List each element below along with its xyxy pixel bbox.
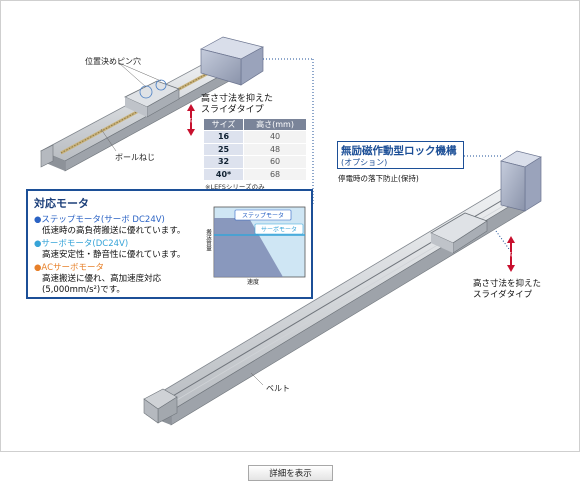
- servo-motor-name: ●サーボモータ(DC24V): [34, 239, 129, 249]
- step-motor-desc: 低速時の高負荷搬送に優れています。: [42, 226, 186, 236]
- height-cell: 40: [243, 130, 307, 144]
- step-motor-area: [214, 218, 283, 277]
- right-slider-label-line1: 高さ寸法を抑えた: [473, 279, 542, 289]
- height-cell: 48: [243, 142, 307, 156]
- right-slider-label-line2: スライダタイプ: [473, 290, 533, 300]
- lock-description: 停電時の落下防止(保持): [338, 174, 419, 183]
- size-panel-title-line2: スライダタイプ: [201, 105, 264, 115]
- ac-servo-name: ●ACサーボモータ: [34, 263, 105, 273]
- svg-text:高さ: 高さ: [507, 251, 517, 258]
- size-table: サイズ 高さ(mm) 16 40 25 48 32 60 40* 68: [202, 118, 307, 181]
- height-cell: 68: [243, 167, 307, 181]
- ac-servo-desc: 高速搬送に優れ、高加速度対応: [42, 274, 162, 284]
- height-cell: 60: [243, 155, 307, 169]
- size-table-panel: 高さ寸法を抑えた スライダタイプ サイズ 高さ(mm) 16 40 25 48 …: [201, 94, 309, 194]
- pin-hole-label: 位置決めピン穴: [85, 57, 141, 66]
- svg-text:高さ: 高さ: [187, 117, 197, 124]
- table-row: 25 48: [202, 142, 307, 156]
- size-header: サイズ: [202, 118, 245, 131]
- step-motor-name: ●ステップモータ(サーボ DC24V): [34, 215, 165, 225]
- servo-motor-chart-label: サーボモータ: [261, 226, 297, 234]
- step-motor-chart-label: ステップモータ: [242, 212, 284, 220]
- motor-panel-title: 対応モータ: [34, 197, 89, 210]
- size-table-note: ※LEFSシリーズのみ: [205, 183, 265, 191]
- table-row: 32 60: [202, 155, 307, 169]
- size-cell: 32: [202, 155, 245, 169]
- belt-actuator: 高さ: [143, 150, 542, 426]
- speed-load-chart: ステップモータ サーボモータ 搬送質量 速度: [203, 201, 307, 285]
- size-cell: 40*: [202, 167, 245, 181]
- belt-label: ベルト: [266, 384, 290, 393]
- ac-servo-desc2: (5,000mm/s²)です。: [42, 285, 125, 295]
- ball-screw-label: ボールねじ: [115, 153, 155, 162]
- chart-y-label: 搬送質量: [205, 228, 212, 253]
- table-row: 16 40: [202, 130, 307, 144]
- size-panel-title-line1: 高さ寸法を抑えた: [201, 94, 274, 104]
- actuator-drawing: 高さ: [40, 36, 542, 426]
- ball-screw-actuator: 高さ: [40, 36, 314, 206]
- size-cell: 16: [202, 130, 245, 144]
- chart-x-label: 速度: [247, 278, 259, 285]
- product-illustration: 高さ: [0, 0, 580, 452]
- motor-panel: 対応モータ ●ステップモータ(サーボ DC24V) 低速時の高負荷搬送に優れてい…: [26, 189, 313, 299]
- table-row: 40* 68: [202, 167, 307, 181]
- size-cell: 25: [202, 142, 245, 156]
- servo-motor-desc: 高速安定性・静音性に優れています。: [42, 250, 186, 260]
- lock-title: 無励磁作動型ロック機構: [341, 145, 457, 157]
- height-header: 高さ(mm): [243, 118, 307, 131]
- show-details-button[interactable]: 詳細を表示: [248, 465, 333, 481]
- lock-panel: 無励磁作動型ロック機構 (オプション): [337, 141, 464, 169]
- lock-subtitle: (オプション): [341, 158, 388, 167]
